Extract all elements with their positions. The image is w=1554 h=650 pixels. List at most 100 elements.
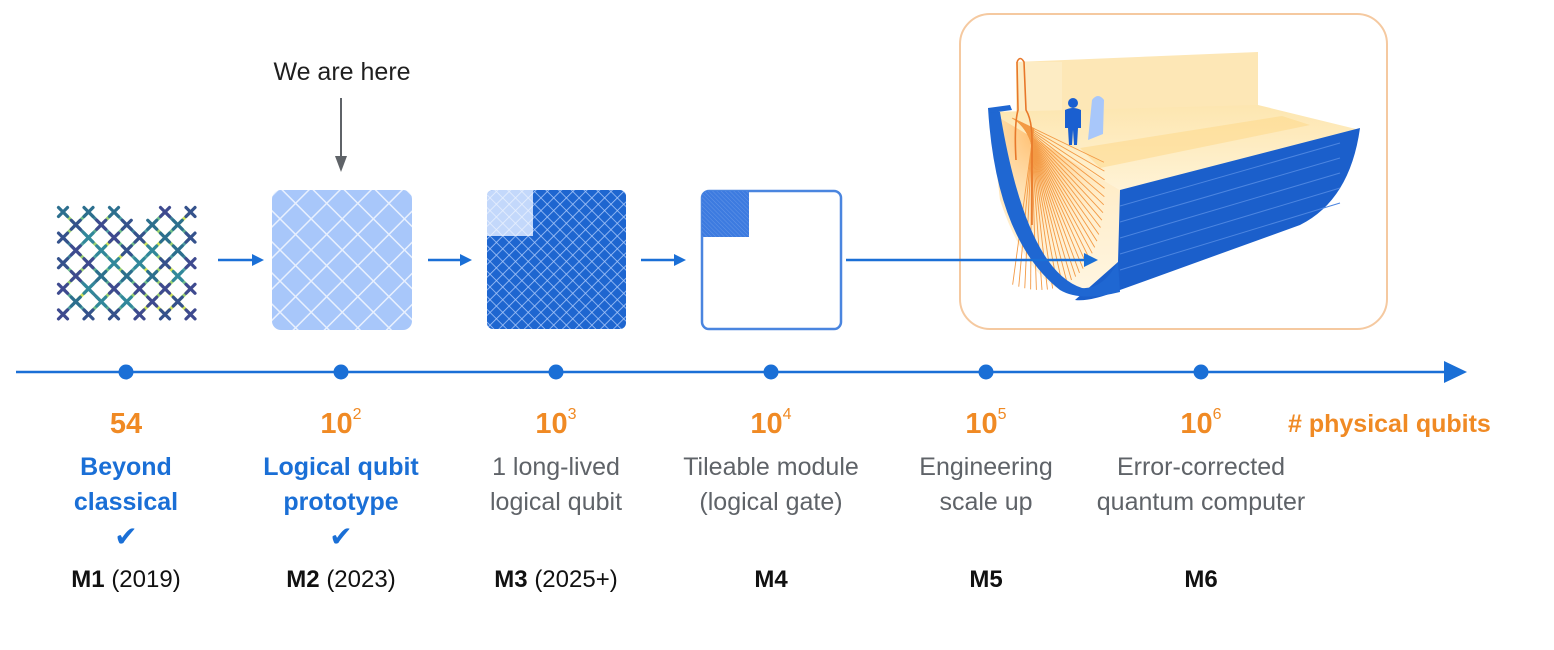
qubit-cross: [158, 231, 172, 244]
qubit-count-exponent: 3: [567, 406, 577, 423]
qubit-cross: [171, 218, 184, 231]
qubit-count-exponent: 6: [1212, 406, 1222, 423]
qubit-cross: [69, 295, 82, 308]
qubit-cross: [133, 282, 146, 295]
dense-logical-qubit-grid-image: [487, 190, 626, 329]
milestone-label-m4: M4: [651, 566, 891, 594]
milestone-description-m4: Tileable module(logical gate): [651, 450, 891, 520]
milestone-description-m1: Beyond classical ✔: [6, 450, 246, 554]
milestone-label-m2: M2 (2023): [221, 566, 461, 594]
description-line: 1 long-lived: [492, 453, 620, 481]
qubit-count-base: 10: [1180, 408, 1213, 440]
qubit-cross: [107, 308, 121, 321]
qubit-cross: [56, 231, 70, 244]
qubit-cross: [56, 308, 70, 321]
qubit-cross: [69, 269, 82, 283]
qubit-count-base: 10: [965, 408, 998, 440]
qubit-cross: [82, 282, 95, 295]
milestone-id: M1: [71, 566, 105, 593]
qubit-count-m5: 105: [886, 406, 1086, 441]
flow-arrow-3: [641, 254, 686, 266]
qubit-cross: [171, 244, 184, 257]
description-line: (logical gate): [699, 488, 843, 516]
qubit-count-exponent: 5: [997, 406, 1007, 423]
description-line: prototype: [283, 488, 399, 516]
milestone-label-m5: M5: [866, 566, 1106, 594]
qubit-cross: [69, 244, 82, 257]
hull-stripe: [1119, 157, 1341, 223]
milestone-label-m1: M1 (2019): [6, 566, 246, 594]
qubit-cross: [82, 231, 95, 244]
checkmark-icon: ✔: [329, 521, 353, 552]
checkmark-icon: ✔: [114, 521, 138, 552]
qubit-cross: [120, 269, 133, 283]
qubit-cross: [120, 244, 133, 257]
flow-arrow-2: [428, 254, 472, 266]
qubit-cross: [82, 257, 95, 270]
wiring-line: [1012, 127, 1035, 285]
flow-arrow-1: [218, 254, 264, 266]
description-line: quantum computer: [1096, 488, 1306, 516]
qubit-cross: [184, 308, 197, 321]
qubit-count-m4: 104: [671, 406, 871, 441]
qubit-cross: [158, 205, 172, 219]
qubit-cross: [82, 205, 95, 219]
description-line: Beyond: [80, 453, 172, 481]
we-are-here-arrow: [335, 98, 347, 172]
qubit-cross: [171, 269, 184, 283]
milestone-description-m2: Logical qubit prototype ✔: [221, 450, 461, 554]
qubit-cross: [69, 218, 82, 231]
description-line: classical: [73, 488, 179, 516]
qubit-count-base: 10: [320, 408, 353, 440]
qubit-cross: [107, 231, 121, 244]
qubit-cross: [95, 218, 108, 231]
logical-qubit-light-grid-image: [272, 190, 412, 330]
large-scale-facility-image: [959, 13, 1388, 330]
qubit-cross: [133, 257, 146, 270]
hull-stripe: [1119, 202, 1341, 271]
qubit-count-base: 10: [750, 408, 783, 440]
physical-qubits-axis-label: # physical qubits: [1288, 410, 1491, 438]
hull-stripe: [1119, 142, 1341, 207]
qubit-cross: [120, 218, 133, 231]
qubit-cross: [133, 308, 146, 321]
timeline-dot-m1: [118, 364, 134, 380]
physical-qubit-lattice-image: [56, 205, 197, 321]
qubit-cross: [184, 282, 197, 295]
description-line: Logical qubit: [263, 453, 419, 481]
qubit-cross: [82, 308, 95, 321]
timeline-dot-m5: [978, 364, 994, 380]
qubit-cross: [146, 244, 159, 257]
qubit-cross: [146, 218, 159, 231]
milestone-id: M5: [969, 566, 1003, 593]
tileable-module-image: [700, 189, 843, 331]
timeline-dot-m4: [763, 364, 779, 380]
qubit-cross: [95, 244, 108, 257]
qubit-cross: [184, 231, 197, 244]
qubit-cross: [146, 269, 159, 283]
qubit-cross: [171, 295, 184, 308]
qubit-count-exponent: 2: [352, 406, 362, 423]
description-line: scale up: [939, 488, 1033, 516]
milestone-label-m6: M6: [1081, 566, 1321, 594]
qubit-cross: [56, 205, 70, 219]
milestone-id: M2: [286, 566, 320, 593]
timeline-axis: [16, 361, 1467, 383]
qubit-cross: [146, 295, 159, 308]
axis-arrowhead-icon: [1444, 361, 1467, 383]
qubit-cross: [120, 295, 133, 308]
milestone-id: M6: [1184, 566, 1218, 593]
description-line: Engineering: [919, 453, 1053, 481]
description-line: logical qubit: [489, 488, 623, 516]
qubit-cross: [158, 282, 172, 295]
qubit-cross: [133, 231, 146, 244]
qubit-count-m1: 54: [26, 408, 226, 441]
qubit-cross: [56, 257, 70, 270]
hull-stripes: [1119, 142, 1341, 271]
qubit-count-m2: 102: [241, 406, 441, 441]
timeline-dot-m6: [1193, 364, 1209, 380]
milestone-id: M4: [754, 566, 788, 593]
qubit-cross: [95, 269, 108, 283]
